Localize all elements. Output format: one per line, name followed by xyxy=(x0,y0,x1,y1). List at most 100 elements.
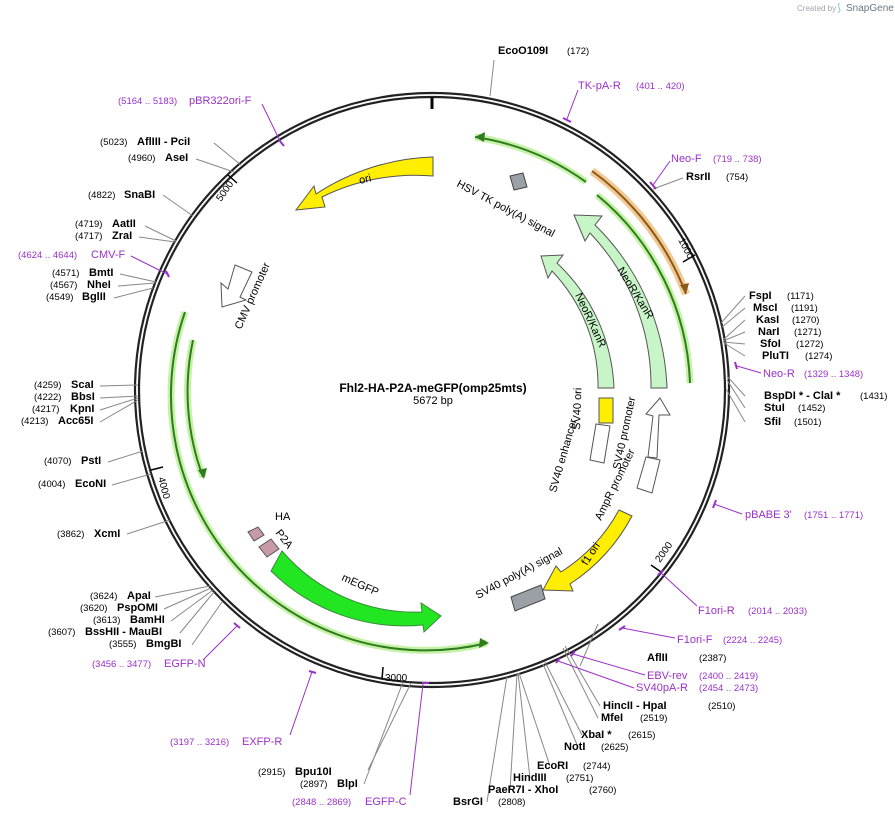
site-scai-pos: (4259) xyxy=(34,380,61,391)
primer-f1ori-f-pos: (2224 .. 2245) xyxy=(723,635,782,646)
feature-sv40-enhancer-label: SV40 enhancer xyxy=(547,417,580,494)
site-aflii[interactable]: AflII xyxy=(647,652,668,664)
tick-3000: 3000 xyxy=(385,673,408,684)
primer-neo-r[interactable]: Neo-R xyxy=(763,368,795,380)
feature-p2a[interactable] xyxy=(258,538,280,558)
site-rsrii[interactable]: RsrII xyxy=(686,171,710,183)
site-paer7i-xhoi[interactable]: PaeR7I - XhoI xyxy=(488,784,558,796)
orf-arcs xyxy=(167,132,694,654)
site-ecoo109i[interactable]: EcoO109I xyxy=(498,45,548,57)
site-noti[interactable]: NotI xyxy=(564,741,585,753)
orf-top xyxy=(474,136,587,183)
primer-exfp-r[interactable]: EXFP-R xyxy=(242,736,282,748)
site-connector xyxy=(489,59,495,97)
site-msci[interactable]: MscI xyxy=(753,302,777,314)
site-acc65i-pos: (4213) xyxy=(21,416,48,427)
feature-neor-kanr-outer[interactable] xyxy=(573,214,668,389)
site-snabi[interactable]: SnaBI xyxy=(124,189,155,201)
feature-ori[interactable] xyxy=(294,156,434,211)
site-zrai[interactable]: ZraI xyxy=(112,230,132,242)
site-psti[interactable]: PstI xyxy=(81,455,101,467)
site-bspdi-clai[interactable]: BspDI * - ClaI * xyxy=(764,390,841,402)
site-scai[interactable]: ScaI xyxy=(71,379,94,391)
site-bamhi[interactable]: BamHI xyxy=(130,614,165,626)
feature-sv40-enhancer[interactable] xyxy=(589,423,611,464)
primer-ebv-rev-pos: (2400 .. 2419) xyxy=(699,671,758,682)
site-bpu10i[interactable]: Bpu10I xyxy=(295,766,332,778)
primer-egfp-c[interactable]: EGFP-C xyxy=(365,796,407,808)
site-kpni[interactable]: KpnI xyxy=(70,403,94,415)
site-hindiii[interactable]: HindIII xyxy=(513,772,547,784)
site-bmgbi[interactable]: BmgBI xyxy=(146,638,181,650)
site-bsshii-maubi[interactable]: BssHII - MauBI xyxy=(85,626,162,638)
site-afliii-pcii[interactable]: AflIII - PciI xyxy=(137,136,190,148)
site-hincii-hpai[interactable]: HincII - HpaI xyxy=(603,700,667,712)
site-bsshii-maubi-pos: (3607) xyxy=(48,627,75,638)
primer-mark xyxy=(233,622,241,629)
feature-f1-ori[interactable] xyxy=(542,509,633,592)
site-pspomi[interactable]: PspOMI xyxy=(117,602,158,614)
site-mfei[interactable]: MfeI xyxy=(601,712,623,724)
site-apai[interactable]: ApaI xyxy=(127,590,151,602)
primer-cmv-f[interactable]: CMV-F xyxy=(91,249,126,261)
feature-sv40-promoter[interactable] xyxy=(645,397,671,459)
site-xcmi[interactable]: XcmI xyxy=(94,528,120,540)
site-econi[interactable]: EcoNI xyxy=(75,478,106,490)
primer-pbabe-3[interactable]: pBABE 3' xyxy=(745,509,792,521)
site-bglii[interactable]: BglII xyxy=(82,291,106,303)
site-bpu10i-pos: (2915) xyxy=(258,767,285,778)
site-apai-pos: (3624) xyxy=(90,591,117,602)
site-nari[interactable]: NarI xyxy=(758,326,779,338)
site-bmti[interactable]: BmtI xyxy=(89,267,113,279)
feature-sv40-polya[interactable] xyxy=(510,584,546,612)
site-kasi[interactable]: KasI xyxy=(756,314,779,326)
feature-hsv-tk-polya[interactable] xyxy=(509,172,528,191)
feature-neor-kanr-inner[interactable] xyxy=(540,254,615,389)
feature-megfp[interactable] xyxy=(270,550,442,634)
site-noti-pos: (2625) xyxy=(601,742,628,753)
site-asei[interactable]: AseI xyxy=(165,152,188,164)
site-pspomi-pos: (3620) xyxy=(80,603,107,614)
feature-ha-tag[interactable] xyxy=(247,526,265,542)
feature-cmv-promoter[interactable] xyxy=(220,264,253,308)
primer-neo-f[interactable]: Neo-F xyxy=(671,153,702,165)
site-ecori[interactable]: EcoRI xyxy=(537,760,568,772)
site-bglii-pos: (4549) xyxy=(46,292,73,303)
primer-pbabe-3-pos: (1751 .. 1771) xyxy=(804,510,863,521)
primer-sv40pa-r[interactable]: SV40pA-R xyxy=(636,682,688,694)
primer-pbr322ori-f-pos: (5164 .. 5183) xyxy=(118,96,177,107)
site-nhei[interactable]: NheI xyxy=(87,279,111,291)
site-blpi[interactable]: BlpI xyxy=(337,778,358,790)
site-pluti[interactable]: PluTI xyxy=(762,350,789,362)
site-fspi[interactable]: FspI xyxy=(749,290,772,302)
primer-connector xyxy=(409,683,424,796)
feature-sv40-ori[interactable] xyxy=(598,397,614,424)
primer-pbr322ori-f[interactable]: pBR322ori-F xyxy=(189,95,252,107)
primer-ebv-rev[interactable]: EBV-rev xyxy=(647,670,688,682)
site-stui[interactable]: StuI xyxy=(764,402,785,414)
primer-f1ori-r-pos: (2014 .. 2033) xyxy=(748,606,807,617)
primer-tk-pa-r[interactable]: TK-pA-R xyxy=(578,80,621,92)
site-sfii[interactable]: SfiI xyxy=(764,416,781,428)
site-xbai[interactable]: XbaI * xyxy=(581,729,612,741)
orf-orange-arrow-icon xyxy=(680,283,689,294)
site-rsrii-pos: (754) xyxy=(726,172,748,183)
site-sfii-pos: (1501) xyxy=(794,417,821,428)
feature-ampr-promoter[interactable] xyxy=(636,456,661,494)
primer-f1ori-f[interactable]: F1ori-F xyxy=(677,634,713,646)
feature-ori-label: ori xyxy=(358,172,373,187)
feature-sv40-ori-label: SV40 ori xyxy=(571,388,584,431)
site-sfoi[interactable]: SfoI xyxy=(760,338,781,350)
site-aatii[interactable]: AatII xyxy=(112,218,136,230)
primer-connector xyxy=(566,89,579,120)
site-zrai-pos: (4717) xyxy=(75,231,102,242)
site-bbsi[interactable]: BbsI xyxy=(71,391,95,403)
primer-f1ori-r[interactable]: F1ori-R xyxy=(698,605,735,617)
primer-egfp-n[interactable]: EGFP-N xyxy=(164,658,206,670)
primer-connector xyxy=(660,572,698,607)
site-bsrgi[interactable]: BsrGI xyxy=(453,796,483,808)
site-ecoo109i-pos: (172) xyxy=(567,46,589,57)
site-acc65i[interactable]: Acc65I xyxy=(58,415,93,427)
primer-egfp-c-pos: (2848 .. 2869) xyxy=(292,797,351,808)
